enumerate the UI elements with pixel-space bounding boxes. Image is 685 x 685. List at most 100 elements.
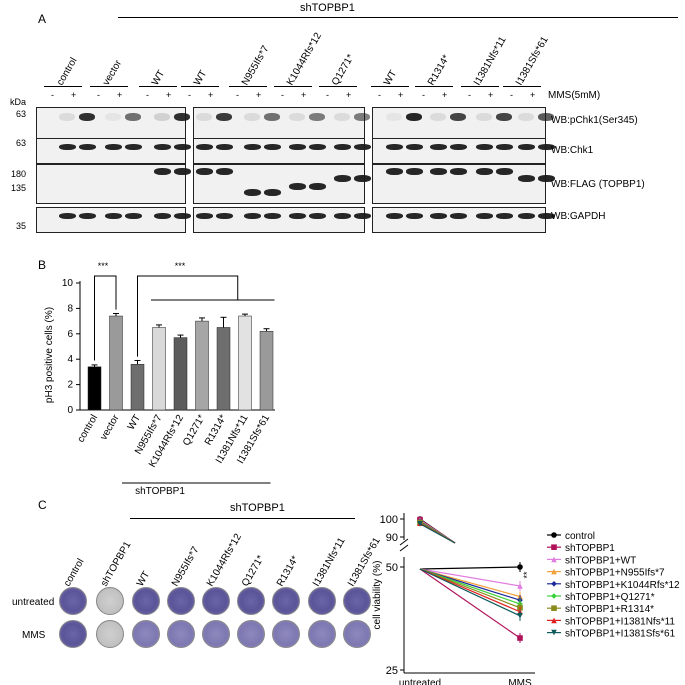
band-flag-15 [405,167,423,175]
band-chk1-1 [78,144,96,150]
band-flag-13 [353,174,371,182]
band-chk1-15 [405,144,423,150]
plate-untreated-4 [202,587,230,615]
lane-underline-a-1 [90,86,128,87]
bar-6 [216,327,231,411]
line-x-tick-label-1: MMS [508,678,532,685]
blot-chk1-group-1 [193,138,365,164]
treatment-minus-8: - [422,90,425,100]
band-flag-21 [537,174,555,182]
band-pchk1-3 [125,113,141,121]
band-flag-12 [333,174,351,182]
panel-c-group-line [130,518,355,519]
band-gapdh-19 [495,213,513,219]
bar-chart: pH3 positive cells (%) *** *** shTOPBP1 … [44,261,275,497]
bar-1 [109,315,123,411]
lane-underline-a-2 [139,86,177,87]
band-gapdh-15 [405,213,423,219]
bar-y-tick-label-1: 2 [67,380,73,391]
treatment-plus-0: + [71,90,77,100]
legend-label-4: shTOPBP1+K1044Rfs*12 [565,580,680,591]
band-pchk1-4 [154,113,170,121]
bar-bracket-1 [94,275,117,361]
viability-line-chart: cell viability (%) ** 100905025untreated… [372,513,680,685]
lane-label-a-0: control [55,56,80,88]
band-pchk1-9 [264,113,280,121]
band-flag-9 [263,188,281,196]
line-y-tick-label-3: 25 [386,665,398,677]
band-chk1-21 [537,144,555,150]
treatment-plus-5: + [301,90,307,100]
plate-mms-0 [59,620,87,648]
bar-bracket-2 [137,275,239,357]
legend-label-1: shTOPBP1 [565,543,615,554]
line-y-tick-label-2: 50 [386,562,398,574]
blot-gapdh-group-1 [193,207,365,233]
band-gapdh-12 [333,213,351,219]
line-marker-l-2 [551,556,557,563]
bar-category-label-0: control [76,413,101,444]
plate-lane-label-3: N955Ifs*7 [170,544,202,589]
wb-label-gapdh: WB:GAPDH [551,211,606,222]
band-pchk1-19 [496,113,512,121]
band-flag-5 [173,167,191,175]
lane-underline-a-7 [371,86,409,87]
plate-lane-label-4: K1044Rfs*12 [205,531,244,589]
band-pchk1-7 [216,113,232,121]
bar-significance-2: *** [175,261,186,271]
blot-pchk1-group-1 [193,107,365,139]
bar-y-tick-label-3: 6 [67,329,73,340]
lane-underline-a-5 [274,86,312,87]
line-series-lower-0 [419,566,521,570]
lane-label-a-10: I1381Sfs*61 [514,34,551,88]
treatment-plus-7: + [398,90,404,100]
band-chk1-3 [124,144,142,150]
line-marker-l-6 [551,605,557,611]
lane-underline-a-3 [181,86,219,87]
band-chk1-14 [385,144,403,150]
plate-mms-7 [308,620,336,648]
band-pchk1-14 [386,113,402,121]
panel-a-group-line [118,17,678,18]
band-pchk1-13 [354,113,370,121]
band-gapdh-9 [263,213,281,219]
band-pchk1-2 [105,113,121,121]
band-gapdh-7 [215,213,233,219]
band-flag-4 [153,167,171,175]
band-gapdh-18 [475,213,493,219]
mw-marker-63b: 63 [15,138,26,148]
legend-label-6: shTOPBP1+R1314* [565,604,654,615]
line-marker-l-1 [551,544,557,550]
lane-label-a-7: WT [382,68,400,88]
lane-underline-a-10 [503,86,541,87]
plate-untreated-7 [308,587,336,615]
line-significance: ** [522,571,532,579]
line-marker-u-8 [417,521,423,527]
treatment-plus-10: + [530,90,536,100]
panel-a-group-label: shTOPBP1 [300,2,355,14]
band-gapdh-1 [78,213,96,219]
plate-mms-4 [202,620,230,648]
band-gapdh-14 [385,213,403,219]
plate-mms-8 [343,620,371,648]
mw-marker-135: 135 [10,183,26,193]
band-flag-19 [495,167,513,175]
band-chk1-13 [353,144,371,150]
band-flag-8 [243,188,261,196]
band-chk1-18 [475,144,493,150]
kda-label: kDa [10,97,27,107]
band-pchk1-15 [406,113,422,121]
lane-label-a-8: R1314* [426,53,453,88]
line-marker-l-0 [551,532,557,538]
treatment-minus-4: - [236,90,239,100]
plate-mms-6 [272,620,300,648]
lane-label-a-5: K1044Rfs*12 [285,30,324,88]
lane-underline-a-0 [44,86,82,87]
band-chk1-19 [495,144,513,150]
plate-untreated-6 [272,587,300,615]
panel-c-group-label: shTOPBP1 [230,502,285,514]
line-series-lower-8 [419,568,521,617]
band-chk1-4 [153,144,171,150]
lane-label-a-1: vector [101,58,125,88]
line-marker-l-3 [551,568,557,575]
